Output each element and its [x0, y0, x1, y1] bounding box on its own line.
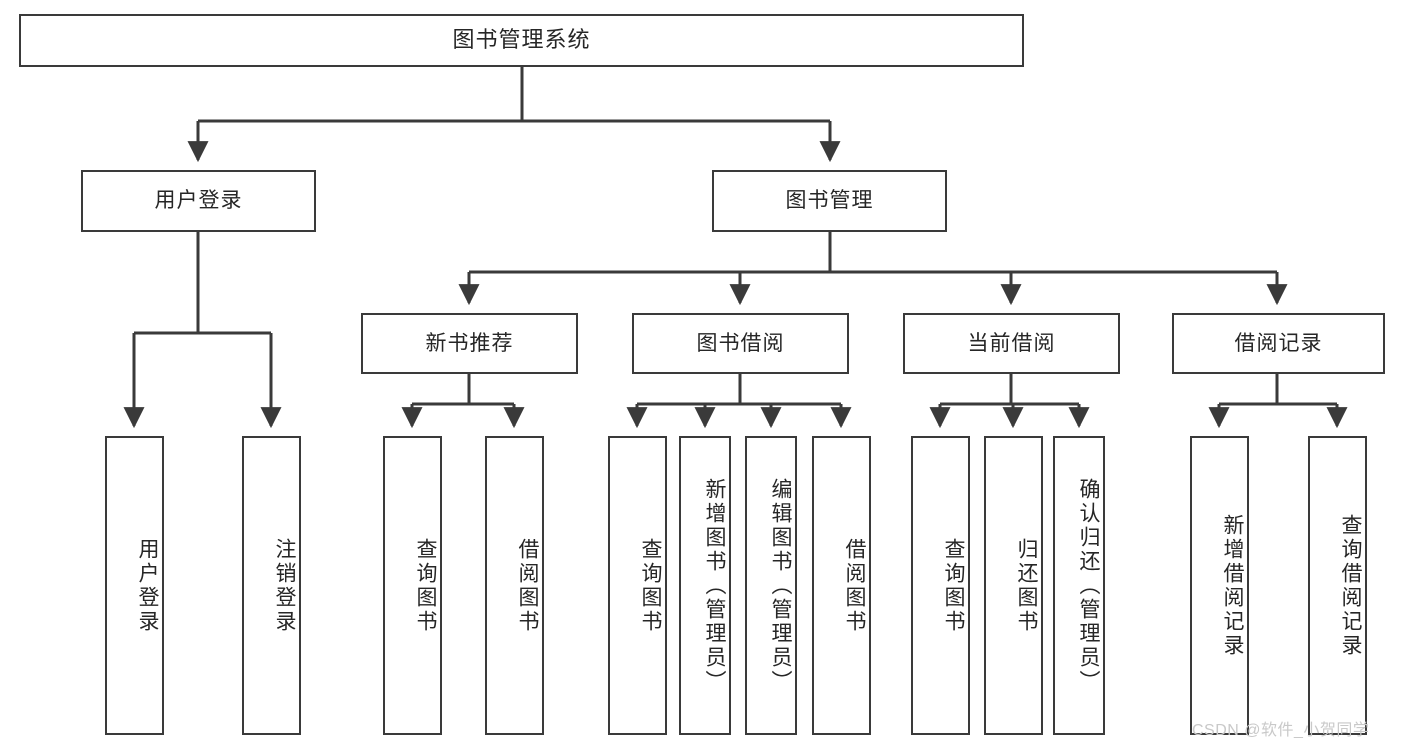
node-leaf-confirm-return-admin[interactable]: 确认归还（管理员） [1053, 436, 1105, 735]
node-leaf-borrow-book-1[interactable]: 借阅图书 [485, 436, 544, 735]
node-leaf-query-book-3-label: 查询图书 [942, 537, 965, 634]
node-leaf-confirm-return-admin-label: 确认归还（管理员） [1077, 477, 1100, 694]
node-leaf-borrow-book-1-label: 借阅图书 [516, 537, 539, 634]
node-user-login-label: 用户登录 [154, 189, 243, 213]
node-root[interactable]: 图书管理系统 [19, 14, 1024, 67]
node-leaf-query-borrow-record-label: 查询借阅记录 [1339, 513, 1362, 658]
node-leaf-query-book-1[interactable]: 查询图书 [383, 436, 442, 735]
node-leaf-user-login-label: 用户登录 [136, 537, 159, 634]
node-leaf-borrow-book-2[interactable]: 借阅图书 [812, 436, 871, 735]
node-user-login[interactable]: 用户登录 [81, 170, 316, 232]
node-leaf-query-book-2[interactable]: 查询图书 [608, 436, 667, 735]
node-new-book-recommend-label: 新书推荐 [425, 331, 514, 355]
node-leaf-borrow-book-2-label: 借阅图书 [843, 537, 866, 634]
node-leaf-user-login[interactable]: 用户登录 [105, 436, 164, 735]
node-book-borrow[interactable]: 图书借阅 [632, 313, 849, 374]
node-leaf-query-book-2-label: 查询图书 [639, 537, 662, 634]
node-root-label: 图书管理系统 [452, 27, 591, 53]
node-current-borrow-label: 当前借阅 [967, 331, 1056, 355]
node-book-borrow-label: 图书借阅 [696, 331, 785, 355]
node-borrow-record-label: 借阅记录 [1234, 331, 1323, 355]
node-leaf-add-book-admin[interactable]: 新增图书（管理员） [679, 436, 731, 735]
node-book-management[interactable]: 图书管理 [712, 170, 947, 232]
node-leaf-return-book[interactable]: 归还图书 [984, 436, 1043, 735]
node-leaf-query-borrow-record[interactable]: 查询借阅记录 [1308, 436, 1367, 735]
node-borrow-record[interactable]: 借阅记录 [1172, 313, 1385, 374]
node-leaf-logout-label: 注销登录 [273, 537, 296, 634]
node-leaf-query-book-1-label: 查询图书 [414, 537, 437, 634]
node-leaf-return-book-label: 归还图书 [1015, 537, 1038, 634]
node-leaf-edit-book-admin-label: 编辑图书（管理员） [769, 477, 792, 694]
node-leaf-edit-book-admin[interactable]: 编辑图书（管理员） [745, 436, 797, 735]
node-book-management-label: 图书管理 [785, 189, 874, 213]
node-leaf-add-book-admin-label: 新增图书（管理员） [703, 477, 726, 694]
node-leaf-add-borrow-record[interactable]: 新增借阅记录 [1190, 436, 1249, 735]
node-leaf-logout[interactable]: 注销登录 [242, 436, 301, 735]
node-current-borrow[interactable]: 当前借阅 [903, 313, 1120, 374]
node-leaf-add-borrow-record-label: 新增借阅记录 [1221, 513, 1244, 658]
node-leaf-query-book-3[interactable]: 查询图书 [911, 436, 970, 735]
node-new-book-recommend[interactable]: 新书推荐 [361, 313, 578, 374]
